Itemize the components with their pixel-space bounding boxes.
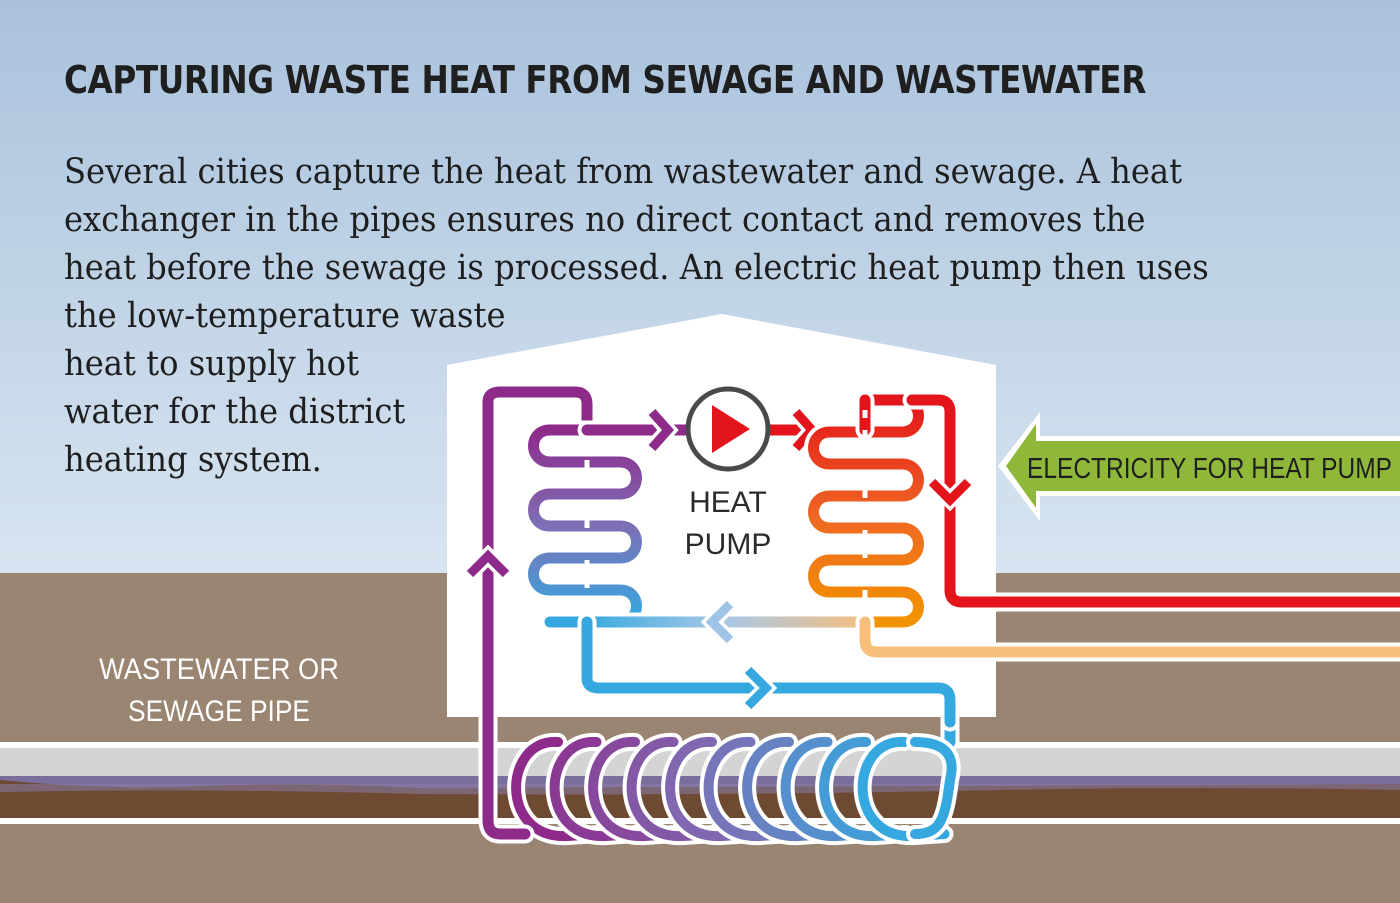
sewage-pipe-label-line1: WASTEWATER OR — [99, 653, 339, 686]
collector-coil-8 — [780, 736, 873, 842]
pump-play-icon — [712, 405, 750, 453]
collector-coil-9 — [819, 736, 911, 842]
flow-arrow-hot — [928, 478, 972, 507]
flow-arrow-cold — [744, 666, 773, 710]
flow-arrow-riser — [466, 549, 510, 578]
heat-pump-label-line1: HEAT — [689, 486, 767, 519]
heat-pump — [685, 386, 771, 472]
electricity-arrow — [998, 412, 1400, 521]
description-line-7: heating system. — [64, 440, 322, 480]
collector-coil-4 — [626, 736, 719, 842]
purple-riser — [482, 386, 593, 840]
description-line-1: Several cities capture the heat from was… — [64, 152, 1183, 192]
flow-arrow-to-pump — [648, 409, 675, 451]
coil-end-right — [910, 737, 957, 839]
heat-pipes — [464, 382, 1400, 846]
sewage-pipe — [0, 742, 1400, 824]
description-line-2: exchanger in the pipes ensures no direct… — [64, 200, 1146, 240]
flow-arrow-return — [705, 600, 734, 644]
collector-coil-3 — [588, 736, 680, 842]
page-title: CAPTURING WASTE HEAT FROM SEWAGE AND WAS… — [64, 58, 1146, 102]
sewage-pipe-label-line2: SEWAGE PIPE — [128, 695, 310, 728]
collector-coil-5 — [665, 736, 757, 842]
description-line-4: the low-temperature waste — [64, 296, 506, 336]
collector-coil-2 — [549, 736, 642, 842]
collector-coil-10 — [857, 736, 950, 842]
electricity-label: ELECTRICITY FOR HEAT PUMP — [1027, 453, 1392, 485]
description-line-6: water for the district — [64, 392, 406, 432]
collector-coil-1 — [511, 736, 603, 842]
heat-pump-label-line2: PUMP — [685, 528, 772, 561]
description-line-5: heat to supply hot — [64, 344, 360, 384]
district-return — [859, 616, 1400, 658]
collector-coil-6 — [703, 736, 796, 842]
description-line-3: heat before the sewage is processed. An … — [64, 248, 1209, 288]
collector-coil-7 — [742, 736, 834, 842]
condenser-coil — [808, 394, 924, 628]
